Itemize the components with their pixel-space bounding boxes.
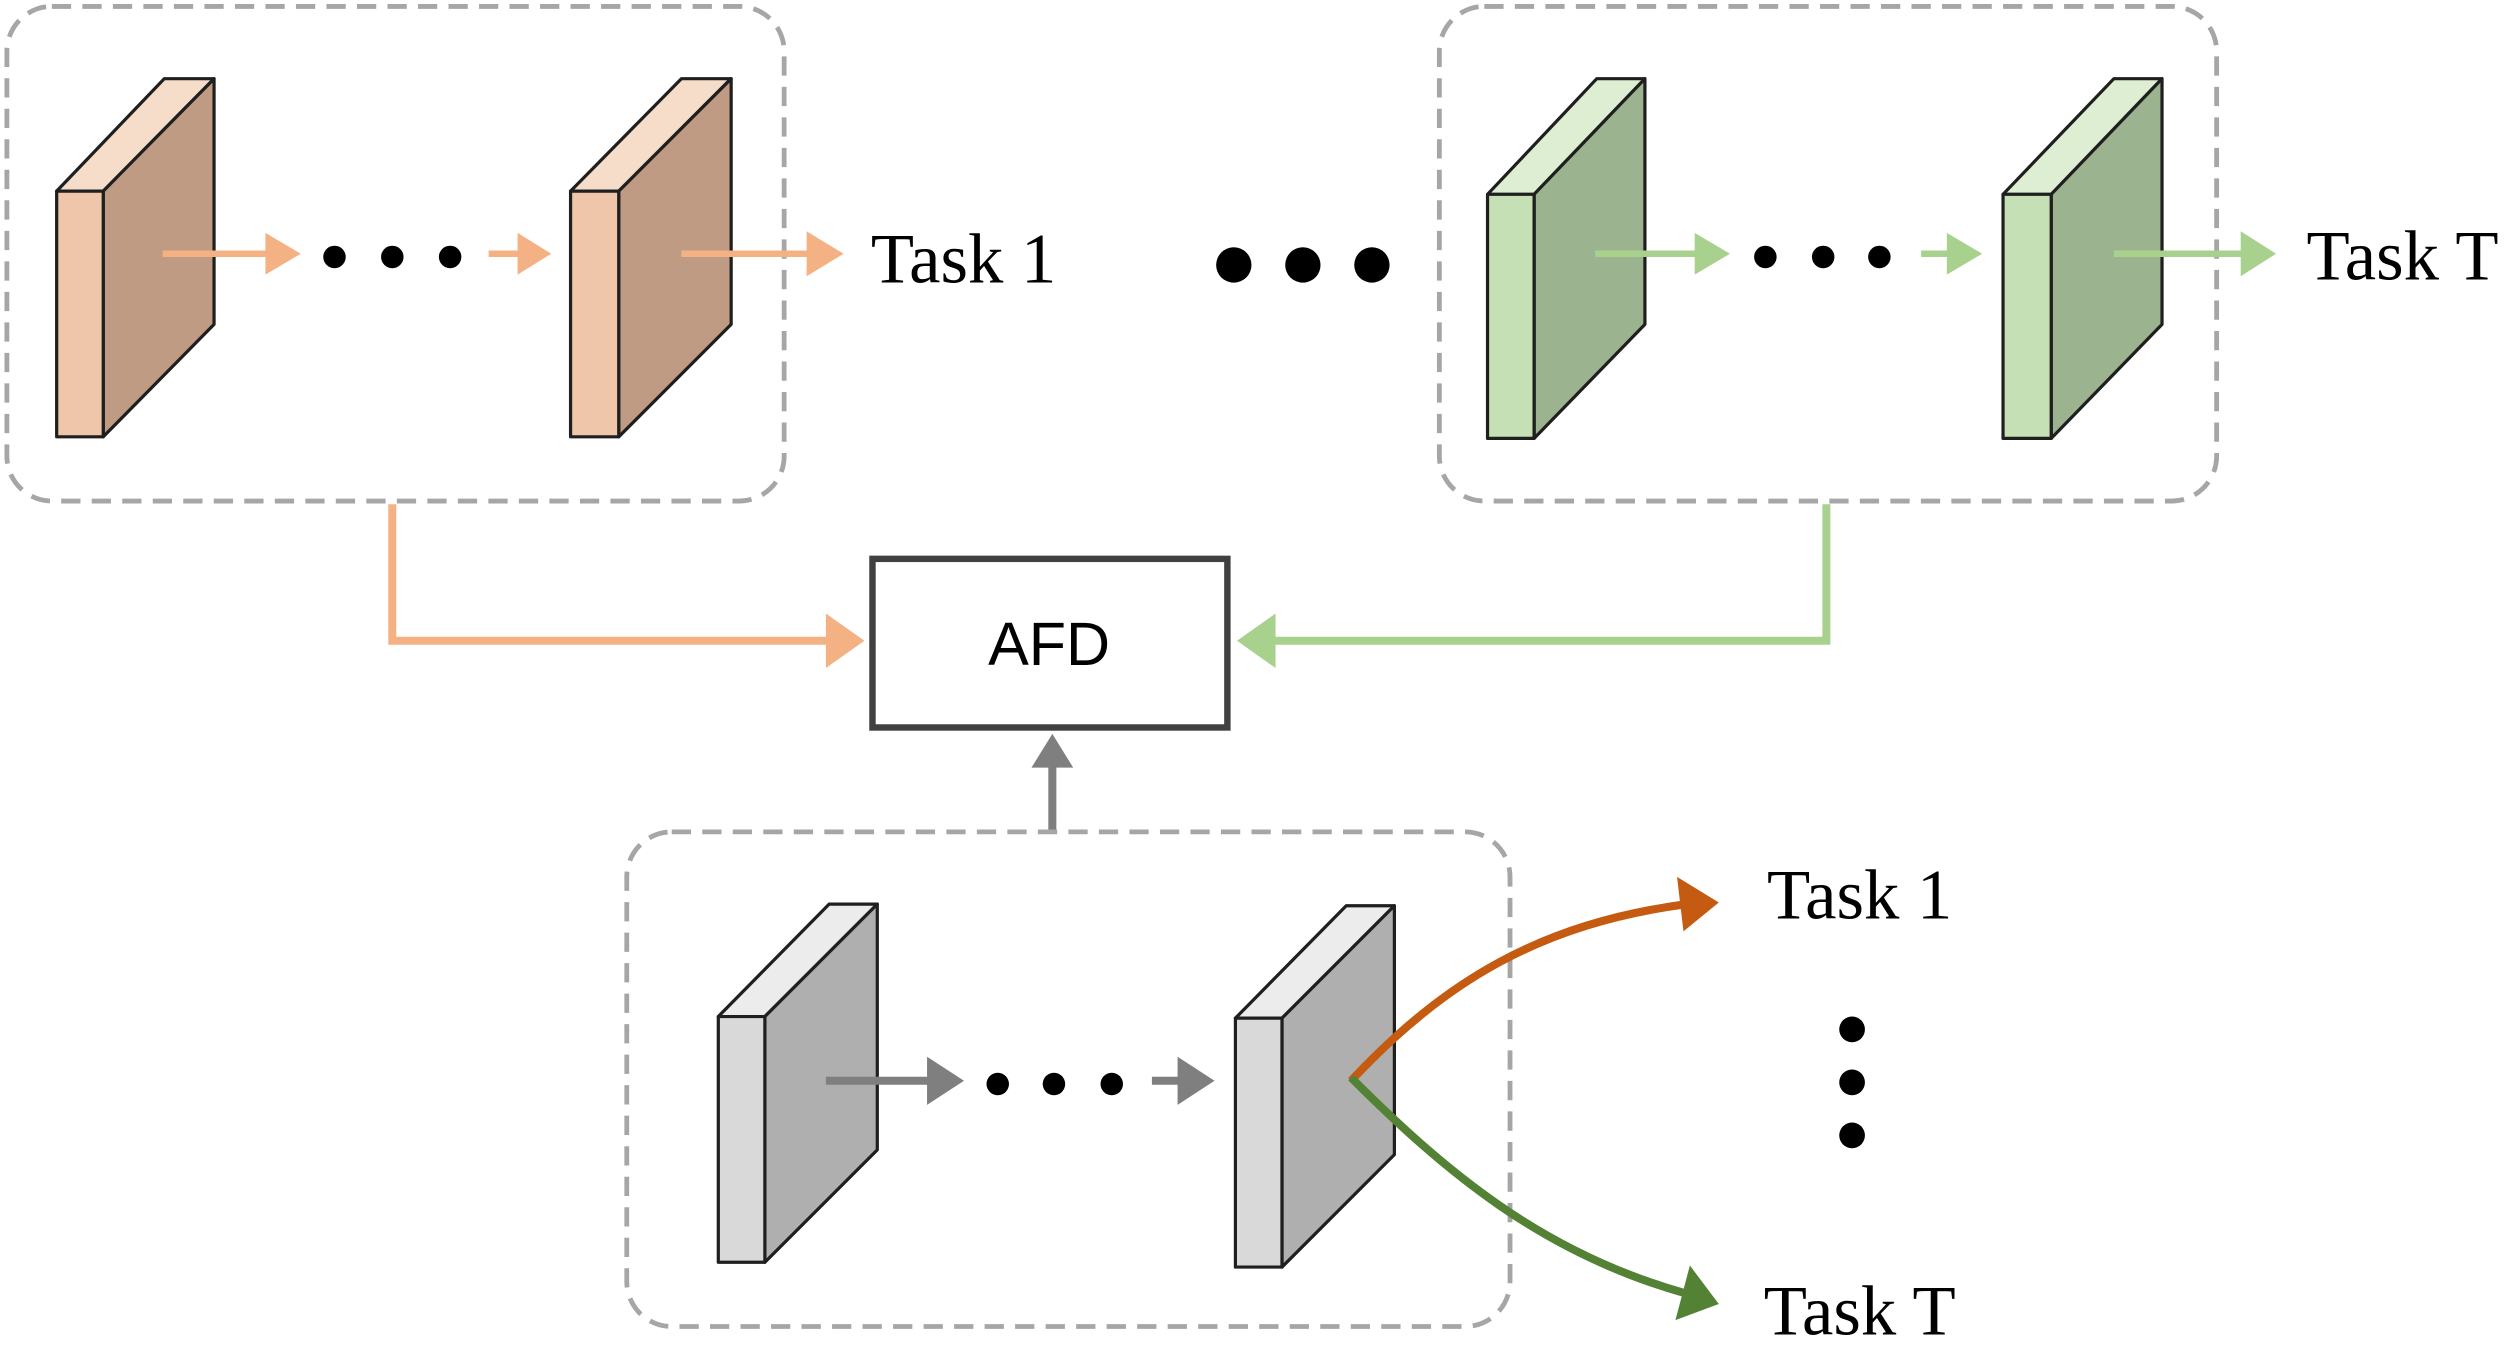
- orange-feature-block-1: [55, 77, 216, 439]
- groups-ellipsis: [1216, 247, 1390, 283]
- afd-box: AFD: [869, 555, 1231, 731]
- orange-output-arrow: [681, 231, 844, 277]
- green-arrow-1: [1595, 232, 1731, 275]
- task1-branch-arrow: [1348, 876, 1719, 1084]
- top-task1-label: Task 1: [871, 221, 1056, 299]
- orange-feature-block-2: [568, 77, 733, 439]
- gray-ellipsis: [986, 1072, 1123, 1096]
- green-arrow-2: [1921, 232, 1983, 275]
- bottom-task1-label: Task 1: [1767, 857, 1952, 935]
- bottom-group: [624, 829, 1513, 1329]
- afd-label: AFD: [988, 610, 1110, 678]
- green-feature-block-2: [2001, 77, 2164, 441]
- green-feature-block-1: [1485, 77, 1647, 441]
- green-ellipsis: [1754, 245, 1891, 269]
- green-to-afd-connector: [1237, 504, 1831, 669]
- green-output-arrow: [2113, 231, 2277, 277]
- taskT-branch-arrow: [1348, 1074, 1719, 1321]
- bottom-vertical-ellipsis: [1839, 1016, 1865, 1149]
- gray-arrow-2: [1151, 1056, 1215, 1105]
- top-right-group: [1436, 4, 2277, 504]
- gray-to-afd-arrow: [1031, 733, 1074, 832]
- orange-arrow-1: [162, 232, 301, 275]
- gray-arrow-1: [825, 1056, 965, 1105]
- orange-ellipsis: [323, 245, 462, 269]
- orange-arrow-2: [488, 232, 552, 275]
- top-left-group: [4, 4, 844, 504]
- bottom-dashed-border: [624, 829, 1513, 1329]
- gray-feature-block-2: [1233, 904, 1397, 1269]
- bottom-taskT-label: Task T: [1764, 1273, 1956, 1351]
- orange-to-afd-connector: [388, 504, 865, 669]
- gray-feature-block-1: [716, 902, 879, 1264]
- top-taskT-label: Task T: [2307, 217, 2499, 295]
